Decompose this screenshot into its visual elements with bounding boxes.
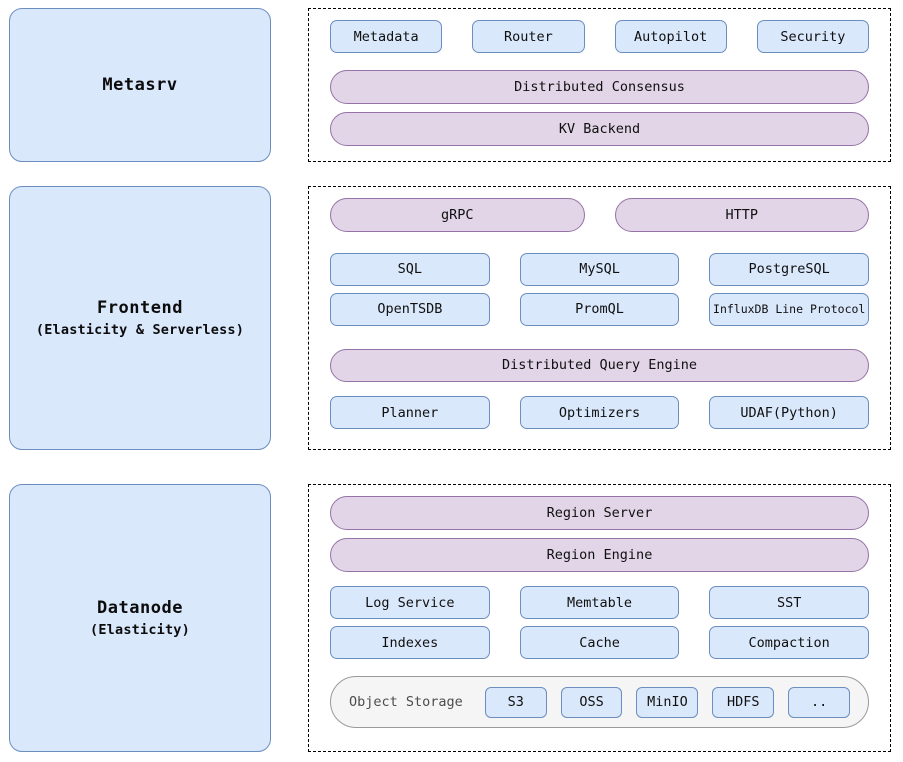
frontend-panel: gRPC HTTP SQL MySQL PostgreSQL OpenTSDB …: [308, 186, 891, 450]
spacer: [330, 572, 869, 586]
metasrv-chip-row: Metadata Router Autopilot Security: [330, 20, 869, 53]
spacer: [330, 382, 869, 396]
chip-planner[interactable]: Planner: [330, 396, 490, 430]
frontend-title: Frontend: [97, 298, 183, 318]
chip-minio[interactable]: MinIO: [636, 686, 699, 718]
spacer: [330, 104, 869, 112]
bar-region-engine[interactable]: Region Engine: [330, 538, 869, 572]
chip-optimizers[interactable]: Optimizers: [519, 396, 680, 430]
bar-distributed-consensus[interactable]: Distributed Consensus: [330, 70, 869, 104]
metasrv-row: Metasrv Metadata Router Autopilot Securi…: [0, 8, 903, 162]
bar-kv-backend[interactable]: KV Backend: [330, 112, 869, 146]
datanode-subtitle: (Elasticity): [90, 622, 190, 638]
spacer: [330, 530, 869, 538]
bar-http[interactable]: HTTP: [614, 198, 869, 232]
datanode-row: Datanode (Elasticity) Region Server Regi…: [0, 484, 903, 752]
frontend-protocol-bar-row: gRPC HTTP: [330, 198, 869, 232]
chip-indexes[interactable]: Indexes: [330, 626, 490, 659]
chip-more[interactable]: ..: [788, 686, 851, 718]
chip-oss[interactable]: OSS: [560, 686, 623, 718]
chip-sql[interactable]: SQL: [330, 252, 490, 286]
spacer: [330, 335, 869, 349]
datanode-node-card[interactable]: Datanode (Elasticity): [9, 484, 271, 752]
frontend-row: Frontend (Elasticity & Serverless) gRPC …: [0, 186, 903, 450]
datanode-chip-row-1: Log Service Memtable SST: [330, 586, 870, 619]
chip-mysql[interactable]: MySQL: [519, 252, 680, 286]
chip-autopilot[interactable]: Autopilot: [614, 20, 727, 53]
datanode-chip-row-2: Indexes Cache Compaction: [330, 626, 870, 659]
datanode-title: Datanode: [97, 598, 183, 618]
chip-opentsdb[interactable]: OpenTSDB: [330, 292, 490, 326]
chip-memtable[interactable]: Memtable: [519, 586, 680, 619]
chip-metadata[interactable]: Metadata: [330, 20, 443, 53]
spacer: [330, 241, 869, 253]
chip-router[interactable]: Router: [472, 20, 585, 53]
frontend-engine-chip-row: Planner Optimizers UDAF(Python): [330, 396, 870, 430]
chip-promql[interactable]: PromQL: [519, 292, 680, 326]
metasrv-title: Metasrv: [102, 75, 178, 95]
spacer: [330, 668, 869, 676]
object-storage-label: Object Storage: [349, 694, 463, 710]
chip-s3[interactable]: S3: [484, 686, 547, 718]
chip-influxdb-line-protocol[interactable]: InfluxDB Line Protocol: [709, 292, 870, 326]
bar-distributed-query-engine[interactable]: Distributed Query Engine: [330, 348, 869, 383]
metasrv-panel: Metadata Router Autopilot Security Distr…: [308, 8, 891, 162]
datanode-panel: Region Server Region Engine Log Service …: [308, 484, 891, 752]
metasrv-node-card[interactable]: Metasrv: [9, 8, 271, 162]
frontend-protocol-chip-row-1: SQL MySQL PostgreSQL: [330, 252, 870, 286]
bar-region-server[interactable]: Region Server: [330, 496, 869, 530]
chip-postgresql[interactable]: PostgreSQL: [709, 252, 870, 286]
chip-cache[interactable]: Cache: [519, 626, 680, 659]
object-storage-strip: Object Storage S3 OSS MinIO HDFS ..: [330, 676, 869, 728]
chip-hdfs[interactable]: HDFS: [712, 686, 775, 718]
frontend-protocol-chip-row-2: OpenTSDB PromQL InfluxDB Line Protocol: [330, 292, 870, 326]
bar-grpc[interactable]: gRPC: [330, 198, 585, 232]
chip-security[interactable]: Security: [756, 20, 869, 53]
frontend-subtitle: (Elasticity & Serverless): [35, 322, 245, 338]
chip-udaf-python[interactable]: UDAF(Python): [709, 396, 870, 430]
spacer: [330, 62, 869, 70]
chip-log-service[interactable]: Log Service: [330, 586, 490, 619]
chip-sst[interactable]: SST: [709, 586, 870, 619]
chip-compaction[interactable]: Compaction: [709, 626, 870, 659]
frontend-node-card[interactable]: Frontend (Elasticity & Serverless): [9, 186, 271, 450]
